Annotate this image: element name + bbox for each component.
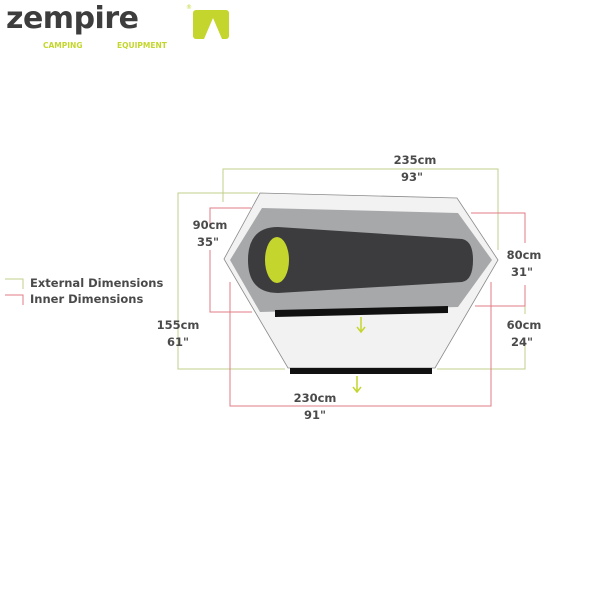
registered-mark: ® <box>186 4 192 11</box>
inner-door-bar <box>275 306 448 317</box>
logo-wordmark: zempire <box>6 1 138 36</box>
inner-length-cm: 230cm <box>294 391 337 405</box>
external-dimension-lines <box>177 168 526 370</box>
inner-foot-width-cm: 80cm <box>507 248 542 262</box>
vestibule-depth-in: 24" <box>511 335 533 349</box>
external-length-in: 93" <box>401 170 423 184</box>
pillow <box>265 237 289 283</box>
external-width-cm: 155cm <box>157 318 200 332</box>
external-width-in: 61" <box>167 335 189 349</box>
legend: External Dimensions Inner Dimensions <box>5 276 163 306</box>
logo-tagline-equipment: EQUIPMENT <box>117 41 168 50</box>
sleeping-bag <box>248 227 473 293</box>
logo-tagline-camping: CAMPING <box>43 41 83 50</box>
outer-door-arrow-icon <box>352 376 362 394</box>
inner-foot-width-in: 31" <box>511 265 533 279</box>
tent-icon <box>204 18 222 39</box>
vestibule-depth-cm: 60cm <box>507 318 542 332</box>
inner-length-in: 91" <box>304 408 326 422</box>
inner-head-width-in: 35" <box>197 235 219 249</box>
door-arrows <box>352 317 366 394</box>
legend-inner-label: Inner Dimensions <box>30 292 143 306</box>
inner-head-width-cm: 90cm <box>193 218 228 232</box>
inner-door-arrow-icon <box>356 317 366 334</box>
inner-dimension-lines <box>209 207 526 407</box>
legend-external-swatch <box>5 278 24 289</box>
outer-door-bar <box>290 368 432 374</box>
zempire-logo: zempire CAMPING EQUIPMENT ® <box>6 1 229 50</box>
legend-inner-swatch <box>5 294 24 305</box>
external-length-cm: 235cm <box>394 153 437 167</box>
legend-external-label: External Dimensions <box>30 276 163 290</box>
